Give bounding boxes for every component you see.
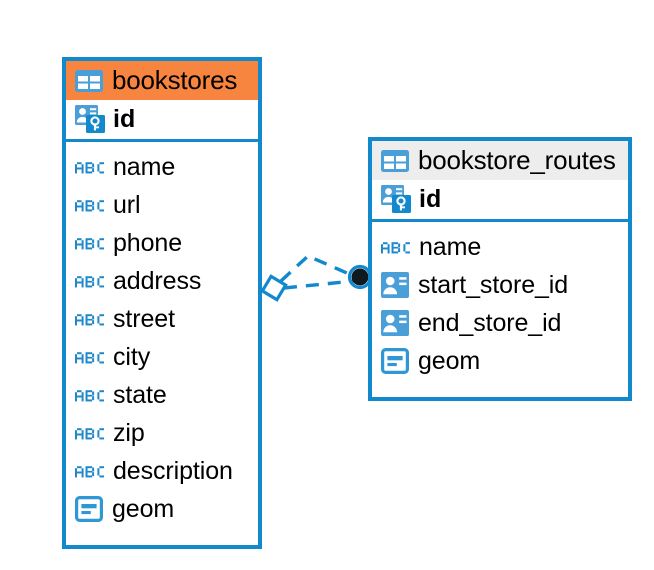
field-row-primary-key[interactable]: id	[66, 100, 258, 143]
table-row[interactable]: name	[381, 228, 618, 266]
field-label: geom	[112, 495, 175, 524]
field-label: street	[113, 305, 175, 334]
foreign-key-icon	[381, 310, 409, 336]
abc-text-icon	[75, 425, 104, 442]
abc-text-icon	[75, 387, 104, 404]
table-row[interactable]: city	[75, 338, 248, 376]
entity-header-bookstores[interactable]: bookstores	[66, 61, 258, 101]
table-row[interactable]: geom	[381, 342, 618, 380]
table-row[interactable]: start_store_id	[381, 266, 618, 304]
field-label: name	[419, 233, 482, 262]
table-row[interactable]: end_store_id	[381, 304, 618, 342]
field-label: zip	[113, 419, 145, 448]
relationship-source-diamond-icon	[260, 274, 288, 302]
table-icon	[75, 70, 103, 92]
foreign-key-icon	[381, 272, 409, 298]
field-label: end_store_id	[418, 309, 562, 338]
table-row[interactable]: url	[75, 186, 248, 224]
geometry-icon	[75, 496, 103, 522]
abc-text-icon	[75, 273, 104, 290]
table-row[interactable]: address	[75, 262, 248, 300]
table-icon	[381, 150, 409, 172]
abc-text-icon	[75, 349, 104, 366]
key-id-icon	[381, 185, 411, 213]
field-label: start_store_id	[418, 271, 569, 300]
entity-header-bookstore-routes[interactable]: bookstore_routes	[372, 141, 628, 181]
abc-text-icon	[75, 197, 104, 214]
abc-text-icon	[75, 311, 104, 328]
relationship-line-upper	[279, 253, 357, 283]
table-row[interactable]: zip	[75, 414, 248, 452]
table-row[interactable]: phone	[75, 224, 248, 262]
field-label: name	[113, 153, 176, 182]
key-id-icon	[75, 105, 105, 133]
entity-title: bookstores	[112, 65, 238, 95]
field-label: phone	[113, 229, 183, 258]
field-list-bookstore-routes: name start_store_id end_store_id geom	[372, 222, 628, 389]
field-label: city	[113, 343, 151, 372]
table-row[interactable]: geom	[75, 490, 248, 528]
field-label: id	[113, 105, 136, 134]
abc-text-icon	[381, 239, 410, 256]
field-label: address	[113, 267, 202, 296]
entity-bookstore-routes[interactable]: bookstore_routes id name start_store_id …	[368, 137, 632, 401]
field-label: url	[113, 191, 141, 220]
field-label: description	[113, 457, 233, 486]
abc-text-icon	[75, 159, 104, 176]
field-label: state	[113, 381, 167, 410]
field-label: id	[419, 185, 442, 214]
table-row[interactable]: street	[75, 300, 248, 338]
abc-text-icon	[75, 235, 104, 252]
relationship-line-lower	[283, 279, 355, 290]
table-row[interactable]: description	[75, 452, 248, 490]
abc-text-icon	[75, 463, 104, 480]
field-list-bookstores: name url phone address street city	[66, 142, 258, 537]
entity-bookstores[interactable]: bookstores id name url phone address	[62, 57, 262, 549]
table-row[interactable]: state	[75, 376, 248, 414]
table-row[interactable]: name	[75, 148, 248, 186]
entity-title: bookstore_routes	[418, 145, 616, 175]
field-row-primary-key[interactable]: id	[372, 180, 628, 223]
geometry-icon	[381, 348, 409, 374]
field-label: geom	[418, 347, 481, 376]
